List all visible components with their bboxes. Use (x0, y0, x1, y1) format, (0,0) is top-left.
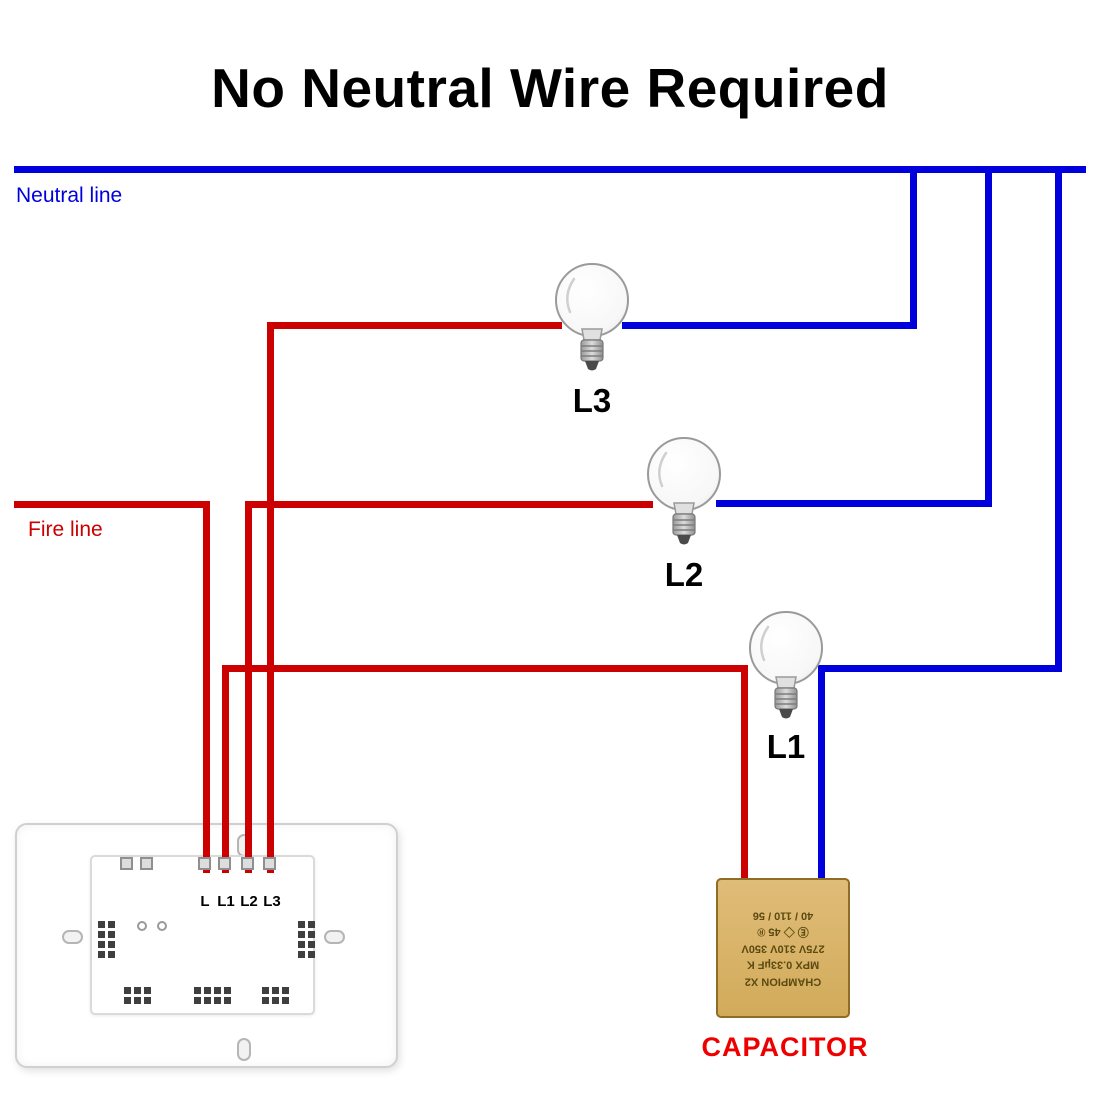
light-bulb-l1 (748, 610, 824, 720)
pin (272, 997, 279, 1004)
pin (134, 987, 141, 994)
switch-module (90, 855, 315, 1015)
l3-live-riser (267, 322, 274, 873)
l1-neutral-wire (818, 665, 1062, 672)
pin (108, 941, 115, 948)
pin (124, 987, 131, 994)
pin-cluster-bottom-right (262, 987, 289, 1004)
pin (98, 921, 105, 928)
capacitor-neutral-wire (818, 665, 825, 882)
neutral-drop-l2 (985, 166, 992, 507)
pin (298, 931, 305, 938)
capacitor-body: CHAMPION X2 MPX 0.33µF K 275V 310V 350V … (716, 878, 850, 1018)
pin (298, 951, 305, 958)
pin (282, 987, 289, 994)
pin (194, 987, 201, 994)
pin (224, 987, 231, 994)
pin (272, 987, 279, 994)
l1-live-riser (222, 665, 229, 873)
pin (204, 997, 211, 1004)
l1-live-wire (222, 665, 748, 672)
screw-slot-left (62, 930, 83, 944)
pin (98, 951, 105, 958)
pin (298, 921, 305, 928)
pin (282, 997, 289, 1004)
pin (308, 951, 315, 958)
fire-wire-to-L (203, 501, 210, 873)
neutral-drop-l3 (910, 166, 917, 329)
capacitor-label: CAPACITOR (701, 1032, 869, 1062)
capacitor-marking-line: Ⓔ ◇ 45 ® (757, 925, 809, 938)
pin-cluster-bottom-left (124, 987, 151, 1004)
capacitor-marking-line: MPX 0.33µF K (746, 958, 820, 971)
pin (204, 987, 211, 994)
pin (308, 941, 315, 948)
diagram-title: No Neutral Wire Required (211, 57, 889, 119)
pin (214, 987, 221, 994)
screw-slot-bottom (237, 1038, 251, 1061)
neutral-drop-l1 (1055, 166, 1062, 672)
pin (262, 997, 269, 1004)
pin-cluster-right (298, 921, 315, 958)
capacitor-markings: CHAMPION X2 MPX 0.33µF K 275V 310V 350V … (720, 907, 846, 990)
capacitor-marking-line: 275V 310V 350V (741, 942, 825, 955)
pin (214, 997, 221, 1004)
light-bulb-l2 (646, 436, 722, 546)
pin-cluster-left (98, 921, 115, 958)
capacitor-live-wire (741, 665, 748, 882)
neutral-line-label: Neutral line (16, 184, 123, 207)
fire-line (14, 501, 210, 508)
pin (298, 941, 305, 948)
light-bulb-l3 (554, 262, 630, 372)
pin (98, 931, 105, 938)
bulb-label-l3: L3 (572, 382, 612, 419)
pin-cluster-bottom-center (194, 987, 231, 1004)
l2-live-riser (245, 501, 252, 873)
pin (98, 941, 105, 948)
pin (108, 931, 115, 938)
pin (108, 951, 115, 958)
pin (194, 997, 201, 1004)
bulb-label-l2: L2 (664, 556, 704, 593)
module-hole-right (157, 921, 167, 931)
pin (144, 987, 151, 994)
module-hole-left (137, 921, 147, 931)
capacitor-marking-line: 40 / 110 / 56 (752, 909, 814, 922)
bulb-label-l1: L1 (766, 728, 806, 765)
pin (262, 987, 269, 994)
capacitor-marking-line: CHAMPION X2 (744, 975, 822, 988)
pin (224, 997, 231, 1004)
pin (308, 921, 315, 928)
neutral-line (14, 166, 1086, 173)
pin (108, 921, 115, 928)
pin (144, 997, 151, 1004)
screw-slot-right (324, 930, 345, 944)
l3-neutral-wire (622, 322, 917, 329)
l2-neutral-wire (716, 500, 992, 507)
l2-live-wire (245, 501, 653, 508)
pin (308, 931, 315, 938)
pin (124, 997, 131, 1004)
pin (134, 997, 141, 1004)
fire-line-label: Fire line (28, 518, 103, 541)
l3-live-wire (267, 322, 562, 329)
